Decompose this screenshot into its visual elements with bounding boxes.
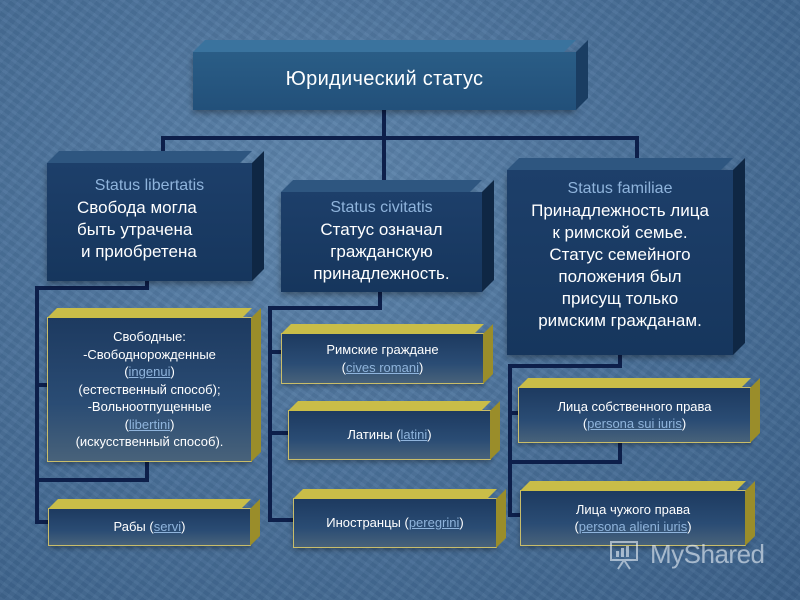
connector-familiae-trunk: [508, 353, 622, 517]
leaf-text-segment: Свободные:: [113, 329, 186, 345]
leaf-text-segment: (: [124, 364, 129, 380]
leaf-text-segment: Римские граждане: [326, 342, 439, 357]
connector-civitatis-trunk: [268, 290, 382, 522]
status-familiae-line-6: римским гражданам.: [538, 311, 702, 330]
status-familiae-line-2: к римской семье.: [552, 223, 688, 242]
leaf-familiae-sui-iuris: Лица собственного права(persona sui iuri…: [518, 387, 751, 443]
leaf-line: (persona sui iuris): [557, 415, 711, 433]
leaf-line: -Вольноотпущенные: [76, 398, 224, 416]
leaf-text-segment: ): [687, 519, 692, 534]
status-civitatis-box: Status civitatis Статус означал гражданс…: [281, 192, 482, 292]
leaf-text-segment: Рабы (: [113, 519, 154, 535]
status-civitatis-latin: Status civitatis: [330, 199, 433, 216]
status-civitatis-line-1: Статус означал: [320, 220, 443, 239]
leaf-line: -Свободнорожденные: [76, 346, 224, 364]
leaf-line: (persona alieni iuris): [574, 518, 691, 536]
leaf-text-segment: ): [427, 427, 432, 443]
leaf-line: (libertini): [76, 416, 224, 434]
leaf-line: (ingenui): [76, 363, 224, 381]
leaf-line: Римские граждане: [326, 341, 438, 359]
leaf-text: Рабы (servi): [114, 518, 186, 536]
leaf-text: Лица чужого права(persona alieni iuris): [574, 501, 691, 536]
leaf-civitatis-latini: Латины (latini): [288, 410, 491, 460]
myshared-watermark: MyShared: [608, 536, 788, 572]
leaf-line: (искусственный способ).: [76, 433, 224, 451]
leaf-line: Лица чужого права: [574, 501, 691, 519]
status-libertatis-box: Status libertatis Свобода могла быть утр…: [47, 163, 252, 281]
latin-term: peregrini: [408, 515, 460, 531]
status-familiae-line-3: Статус семейного: [549, 245, 691, 264]
leaf-familiae-alieni-iuris: Лица чужого права(persona alieni iuris): [520, 490, 746, 546]
status-familiae-line-1: Принадлежность лица: [531, 201, 709, 220]
leaf-line: Латины (latini): [347, 426, 431, 444]
leaf-libertatis-free: Свободные:-Свободнорожденные(ingenui)(ес…: [47, 317, 252, 462]
status-familiae-latin: Status familiae: [567, 180, 673, 197]
connector-libertatis-slave-link: [35, 458, 149, 482]
status-libertatis-line-3: и приобретена: [81, 242, 197, 261]
leaf-text-segment: ): [459, 515, 464, 531]
leaf-text-segment: ): [170, 364, 175, 380]
status-civitatis-line-3: принадлежность.: [313, 264, 450, 283]
leaf-text-segment: (: [341, 359, 346, 375]
status-familiae-box: Status familiae Принадлежность лица к ри…: [507, 170, 733, 355]
latin-term: persona sui iuris: [587, 416, 682, 431]
leaf-line: Рабы (servi): [114, 518, 186, 536]
leaf-text-segment: (естественный способ);: [78, 381, 221, 397]
leaf-text-segment: -Вольноотпущенные: [87, 399, 212, 415]
leaf-text-segment: ): [181, 519, 186, 535]
leaf-civitatis-cives: Римские граждане (cives romani): [281, 333, 484, 384]
latin-term: servi: [153, 519, 182, 535]
latin-term: libertini: [128, 416, 171, 432]
presentation-board-icon: [610, 541, 638, 570]
leaf-text-segment: Иностранцы (: [326, 515, 409, 531]
leaf-text: Римские граждане (cives romani): [326, 341, 438, 376]
root-box: Юридический статус: [193, 52, 576, 110]
leaf-line: (естественный способ);: [76, 381, 224, 399]
latin-term: persona alieni iuris: [578, 519, 688, 534]
status-libertatis-line-2: быть утрачена: [77, 220, 193, 239]
leaf-text: Свободные:-Свободнорожденные(ingenui)(ес…: [76, 328, 224, 451]
leaf-line: Свободные:: [76, 328, 224, 346]
leaf-line: Лица собственного права: [557, 398, 711, 416]
leaf-text-segment: (: [574, 519, 579, 534]
root-title: Юридический статус: [285, 68, 484, 90]
leaf-text-segment: ): [418, 359, 424, 375]
status-familiae-line-5: присущ только: [561, 289, 679, 308]
leaf-line: Иностранцы (peregrini): [326, 514, 464, 532]
leaf-text-segment: (искусственный способ).: [75, 434, 224, 450]
leaf-text-segment: Лица собственного права: [557, 398, 712, 414]
watermark-text: MyShared: [650, 538, 765, 569]
leaf-text-segment: (: [124, 416, 129, 432]
leaf-libertatis-slaves: Рабы (servi): [48, 508, 251, 546]
latin-term: ingenui: [128, 364, 171, 380]
leaf-text-segment: Латины (: [347, 427, 401, 443]
leaf-text-segment: ): [681, 416, 687, 431]
status-libertatis-line-1: Свобода могла: [77, 198, 197, 217]
status-civitatis-line-2: гражданскую: [330, 242, 433, 261]
status-familiae-line-4: положения был: [558, 267, 682, 286]
leaf-text: Иностранцы (peregrini): [326, 514, 464, 532]
leaf-text-segment: -Свободнорожденные: [83, 346, 216, 362]
latin-term: latini: [400, 427, 428, 443]
connector-familiae-alieni-link: [508, 443, 622, 464]
leaf-text: Лица собственного права(persona sui iuri…: [557, 398, 711, 433]
connector-libertatis-trunk: [35, 279, 149, 524]
leaf-text-segment: Лица чужого права: [575, 501, 691, 517]
leaf-text: Латины (latini): [347, 426, 431, 444]
leaf-civitatis-peregrini: Иностранцы (peregrini): [293, 498, 497, 548]
leaf-line: (cives romani): [326, 359, 438, 377]
status-libertatis-latin: Status libertatis: [94, 177, 205, 194]
leaf-text-segment: (: [582, 416, 588, 431]
leaf-text-segment: ): [170, 416, 175, 432]
latin-term: cives romani: [346, 359, 419, 375]
